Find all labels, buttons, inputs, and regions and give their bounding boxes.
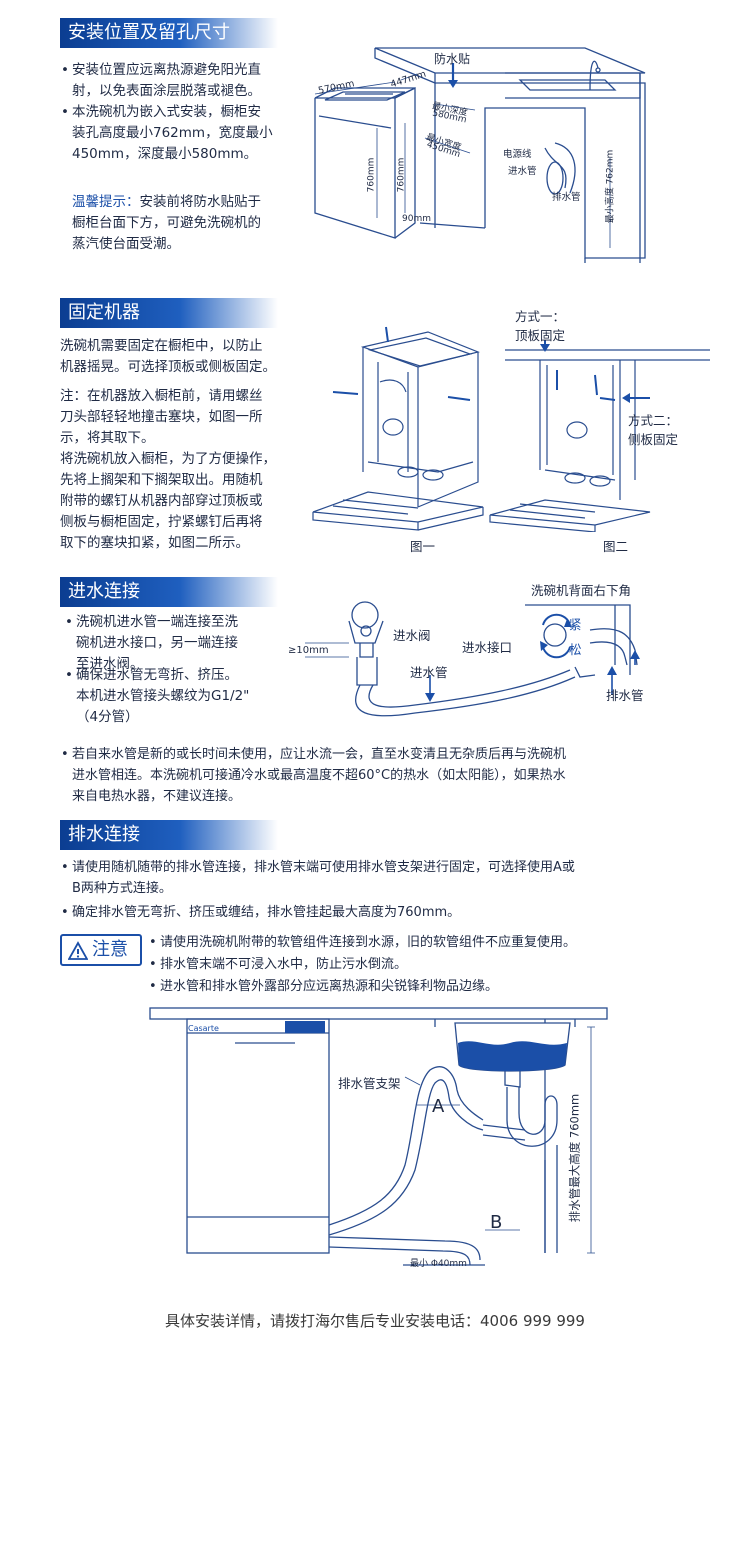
section-title-inlet: 进水连接: [60, 577, 278, 607]
text-line: 安装前将防水贴贴于: [139, 194, 262, 210]
text-line: 侧板与橱柜固定，拧紧螺钉后再将: [60, 514, 263, 530]
notice-item-3: 进水管和排水管外露部分应远离热源和尖锐锋利物品边缘。: [149, 976, 498, 997]
fix-paragraph-1: 洗碗机需要固定在橱柜中，以防止 机器摇晃。可选择顶板或侧板固定。: [60, 336, 276, 378]
label-tighten: 紧: [569, 617, 582, 632]
drain-bullet-2: 确定排水管无弯折、挤压或缠结，排水管挂起最大高度为760mm。: [61, 902, 460, 923]
drain-bullet-1: 请使用随机随带的排水管连接，排水管末端可使用排水管支架进行固定，可选择使用A或 …: [61, 857, 575, 899]
tip-label: 温馨提示：: [72, 194, 140, 210]
text-line: 若自来水管是新的或长时间未使用，应让水流一会，直至水变清且无杂质后再与洗碗机: [72, 747, 567, 762]
install-bullet-2: 本洗碗机为嵌入式安装，橱柜安 装孔高度最小762mm，宽度最小 450mm，深度…: [61, 102, 273, 165]
notice-item-1: 请使用洗碗机附带的软管组件连接到水源，旧的软管组件不应重复使用。: [149, 932, 576, 953]
warning-icon: [68, 941, 88, 960]
text-line: 附带的螺钉从机器内部穿过顶板或: [60, 493, 263, 509]
caption-figure-1: 图一: [410, 539, 436, 554]
brand-logo-text: Casarte: [188, 1024, 219, 1033]
label-inlet-valve: 进水阀: [393, 628, 431, 643]
section-title-install: 安装位置及留孔尺寸: [60, 18, 278, 48]
text-line: 确保进水管无弯折、挤压。: [76, 667, 238, 683]
text-line: 取下的塞块扣紧，如图二所示。: [60, 535, 249, 551]
drain-diagram: [149, 1007, 608, 1266]
label-method-1: 方式一： 顶板固定: [515, 306, 565, 344]
section-title-drain: 排水连接: [60, 820, 278, 850]
text-line: 侧板固定: [628, 432, 679, 447]
section-title-fix: 固定机器: [60, 298, 278, 328]
text-line: B两种方式连接。: [72, 881, 172, 896]
label-method-b: B: [490, 1212, 503, 1233]
text-line: 来自电热水器，不建议连接。: [72, 789, 242, 804]
text-line: 刀头部轻轻地撞击塞块，如图一所: [60, 409, 263, 425]
label-inlet-hose: 进水管: [508, 166, 537, 177]
dim-760-b: 760mm: [396, 157, 407, 193]
text-line: 将洗碗机放入橱柜，为了方便操作，: [60, 451, 276, 467]
figure-1-diagram: [312, 326, 484, 531]
install-tip: 温馨提示：安装前将防水贴贴于 橱柜台面下方，可避免洗碗机的 蒸汽使台面受潮。: [72, 192, 261, 255]
inlet-bullet-3: 若自来水管是新的或长时间未使用，应让水流一会，直至水变清且无杂质后再与洗碗机 进…: [61, 744, 567, 807]
fix-paragraph-3: 将洗碗机放入橱柜，为了方便操作， 先将上搁架和下搁架取出。用随机 附带的螺钉从机…: [60, 449, 276, 554]
label-power-cord: 电源线: [503, 149, 532, 160]
install-bullet-1: 安装位置应远离热源避免阳光直 射，以免表面涂层脱落或褪色。: [61, 60, 261, 102]
caption-figure-2: 图二: [603, 539, 629, 554]
text-line: 洗碗机进水管一端连接至洗: [76, 614, 238, 630]
install-diagram: [314, 47, 646, 263]
text-line: 安装位置应远离热源避免阳光直: [72, 62, 261, 78]
label-method-a: A: [432, 1096, 445, 1117]
text-line: 橱柜台面下方，可避免洗碗机的: [72, 215, 261, 231]
label-method-2: 方式二： 侧板固定: [628, 410, 678, 448]
dim-gap-10: ≥10mm: [288, 645, 329, 656]
text-line: 方式二：: [628, 413, 679, 428]
label-machine-corner: 洗碗机背面右下角: [531, 583, 632, 598]
text-line: 顶板固定: [515, 328, 566, 343]
inlet-diagram: [305, 601, 640, 717]
text-line: （4分管）: [76, 709, 139, 725]
label-drain-pipe: 排水管: [606, 688, 644, 703]
text-line: 先将上搁架和下搁架取出。用随机: [60, 472, 263, 488]
text-line: 示，将其取下。: [60, 430, 155, 446]
footer-hotline: 具体安装详情，请拨打海尔售后专业安装电话：4006 999 999: [165, 1312, 585, 1330]
label-inlet-port: 进水接口: [462, 640, 513, 655]
label-drain-hose: 排水管: [552, 192, 581, 203]
label-inlet-hose-2: 进水管: [410, 665, 448, 680]
text-line: 注：在机器放入橱柜前，请用螺丝: [60, 388, 263, 404]
label-drain-bracket: 排水管支架: [338, 1076, 401, 1091]
inlet-bullet-2: 确保进水管无弯折、挤压。 本机进水管接头螺纹为G1/2" （4分管）: [65, 665, 250, 728]
label-min-diameter: 最小 Φ40mm: [410, 1259, 467, 1269]
fix-paragraph-2: 注：在机器放入橱柜前，请用螺丝 刀头部轻轻地撞击塞块，如图一所 示，将其取下。: [60, 386, 263, 449]
label-max-height: 排水管最大高度 760mm: [567, 1093, 582, 1223]
notice-label: 注意: [92, 939, 128, 960]
text-line: 450mm，深度最小580mm。: [72, 146, 258, 162]
text-line: 本机进水管接头螺纹为G1/2": [76, 688, 250, 704]
label-loosen: 松: [569, 642, 582, 657]
dim-760-a: 760mm: [366, 157, 377, 193]
notice-item-2: 排水管末端不可浸入水中，防止污水倒流。: [149, 954, 407, 975]
text-line: 碗机进水接口，另一端连接: [76, 635, 238, 651]
text-line: 进水管相连。本洗碗机可接通冷水或最高温度不超60°C的热水（如太阳能），如果热水: [72, 768, 566, 783]
text-line: 请使用随机随带的排水管连接，排水管末端可使用排水管支架进行固定，可选择使用A或: [72, 860, 575, 875]
text-line: 装孔高度最小762mm，宽度最小: [72, 125, 273, 141]
text-line: 机器摇晃。可选择顶板或侧板固定。: [60, 359, 276, 375]
notice-badge: 注意: [60, 934, 142, 966]
text-line: 方式一：: [515, 309, 566, 324]
figure-2-diagram: [489, 340, 710, 532]
text-line: 蒸汽使台面受潮。: [72, 236, 180, 252]
dim-90: 90mm: [402, 214, 431, 224]
text-line: 本洗碗机为嵌入式安装，橱柜安: [72, 104, 261, 120]
label-waterproof: 防水贴: [434, 52, 471, 66]
text-line: 射，以免表面涂层脱落或褪色。: [72, 83, 261, 99]
text-line: 洗碗机需要固定在橱柜中，以防止: [60, 338, 263, 354]
label-min-height: 最小高度 762mm: [605, 149, 616, 224]
